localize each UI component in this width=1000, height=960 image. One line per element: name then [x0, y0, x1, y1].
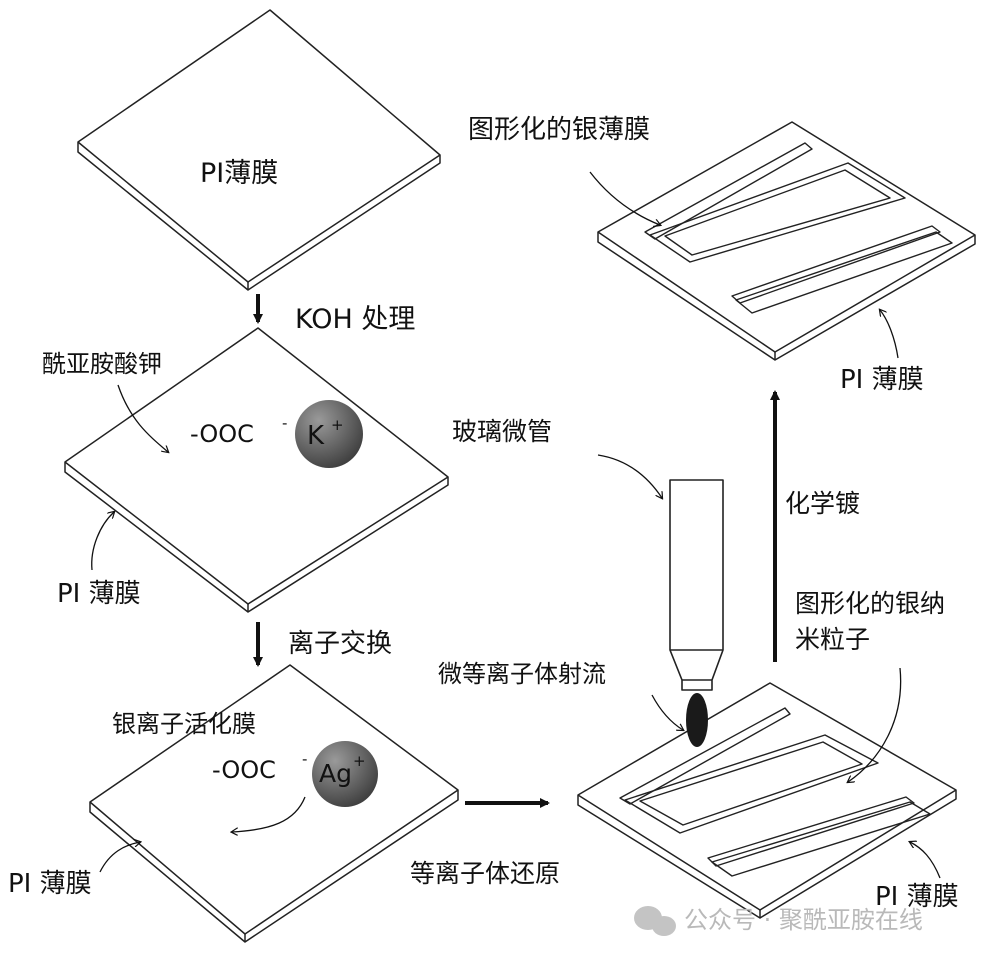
- potassium-ion-charge: +: [331, 416, 344, 434]
- patterned-film-pointer: [589, 171, 660, 225]
- silver-ion-pointer: [232, 796, 306, 832]
- silver-nanoparticle-pattern: [619, 707, 931, 877]
- pi-film-5: [597, 121, 976, 361]
- pi-film-1-label: PI薄膜: [200, 158, 278, 189]
- activated-film-label: 银离子活化膜: [112, 710, 256, 738]
- carboxylate-charge-2: -: [302, 750, 307, 768]
- silver-ion-label: Ag: [319, 759, 352, 788]
- pi-film-3-pointer: [99, 842, 140, 873]
- potassium-ion-label: K: [307, 421, 325, 451]
- patterned-nanoparticle-label-2: 米粒子: [795, 625, 870, 654]
- patterned-nanoparticle-label-1: 图形化的银纳: [795, 589, 945, 618]
- patterned-film-label: 图形化的银薄膜: [468, 115, 650, 145]
- glass-tube-label: 玻璃微管: [452, 417, 552, 446]
- plasma-jet-plume: [686, 693, 708, 747]
- pi-film-3: [89, 664, 459, 943]
- wechat-icon: [634, 906, 676, 936]
- pi-film-4: [577, 682, 957, 919]
- watermark-text: 公众号 · 聚酰亚胺在线: [684, 906, 923, 934]
- glass-tube-pointer: [597, 454, 662, 498]
- pi-film-4-label: PI 薄膜: [875, 882, 959, 912]
- potassium-ion-sphere: [295, 400, 363, 468]
- plasma-reduction-step-label: 等离子体还原: [410, 859, 560, 888]
- silver-ion-charge: +: [353, 752, 366, 770]
- pi-film-3-label: PI 薄膜: [8, 869, 92, 899]
- polyamate-pointer: [117, 384, 168, 452]
- pi-film-5-label: PI 薄膜: [840, 365, 924, 395]
- glass-microtube: [669, 479, 724, 691]
- carboxylate-label-2: -OOC: [212, 756, 276, 784]
- carboxylate-label-1: -OOC: [190, 420, 254, 448]
- silver-ion-sphere: [312, 741, 378, 807]
- electroless-plating-step-label: 化学镀: [785, 489, 860, 518]
- koh-step-label: KOH 处理: [295, 304, 415, 335]
- ion-exchange-step-label: 离子交换: [288, 629, 392, 659]
- carboxylate-charge-1: -: [282, 414, 287, 432]
- polyamate-label: 酰亚胺酸钾: [42, 350, 162, 378]
- pi-film-2: [64, 327, 449, 613]
- plasma-jet-pointer: [651, 694, 683, 730]
- patterned-nanoparticle-pointer: [848, 667, 902, 782]
- watermark: 公众号 · 聚酰亚胺在线: [634, 906, 923, 936]
- pi-film-1: [77, 9, 441, 291]
- pi-film-2-pointer: [91, 512, 114, 571]
- pi-film-2-label: PI 薄膜: [57, 579, 141, 609]
- plasma-jet-label: 微等离子体射流: [438, 660, 606, 688]
- pi-film-5-pointer: [880, 310, 899, 359]
- pi-film-4-pointer: [910, 842, 941, 879]
- silver-film-pattern: [644, 142, 953, 314]
